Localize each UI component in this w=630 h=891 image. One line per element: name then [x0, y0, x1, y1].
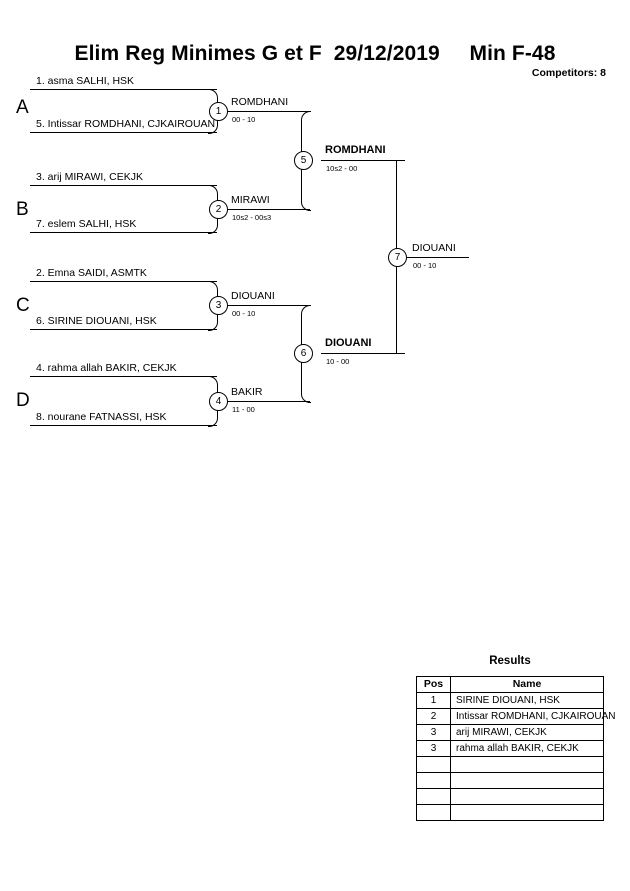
entrant-3: 3. arij MIRAWI, CEKJK [36, 171, 143, 183]
results-table: Pos Name 1 SIRINE DIOUANI, HSK 2 Intissa… [416, 676, 615, 821]
match-score-4: 11 - 00 [232, 405, 255, 414]
column-header-name: Name [450, 676, 604, 693]
entrant-line-7 [30, 232, 217, 233]
match-score-6: 10 - 00 [326, 357, 350, 366]
match-winner-line-3 [227, 305, 310, 306]
match-winner-line-2 [227, 209, 310, 210]
result-name [450, 772, 604, 789]
competitors-count: Competitors: 8 [531, 67, 606, 79]
match-score-7: 00 - 10 [413, 261, 437, 270]
entrant-1: 1. asma SALHI, HSK [36, 75, 135, 87]
result-name [450, 804, 604, 821]
result-pos: 3 [416, 724, 451, 741]
group-label-a: A [16, 97, 29, 118]
table-header-row: Pos Name [416, 676, 604, 693]
result-pos: 3 [416, 740, 451, 757]
match-winner-5: ROMDHANI [325, 144, 386, 156]
entrant-8: 8. nourane FATNASSI, HSK [36, 411, 167, 423]
group-label-c: C [16, 295, 30, 316]
match-score-5: 10s2 - 00 [326, 164, 358, 173]
match-winner-3: DIOUANI [231, 290, 275, 302]
entrant-line-1 [30, 89, 217, 90]
result-pos [416, 788, 451, 805]
match-winner-6: DIOUANI [325, 337, 372, 349]
entrant-line-8 [30, 425, 217, 426]
table-row: 1 SIRINE DIOUANI, HSK [416, 692, 604, 709]
match-winner-7: DIOUANI [412, 242, 456, 254]
result-name: arij MIRAWI, CEKJK [450, 724, 604, 741]
result-pos [416, 756, 451, 773]
match-score-2: 10s2 - 00s3 [232, 213, 272, 222]
table-row: 3 rahma allah BAKIR, CEKJK [416, 740, 604, 757]
match-node-1[interactable]: 1 [209, 102, 228, 121]
entrant-line-3 [30, 185, 217, 186]
table-row [416, 788, 604, 805]
match-winner-line-5 [321, 160, 405, 161]
results-title: Results [489, 655, 531, 667]
match-node-5[interactable]: 5 [294, 151, 313, 170]
result-pos: 2 [416, 708, 451, 725]
table-row [416, 772, 604, 789]
result-name [450, 788, 604, 805]
group-label-b: B [16, 199, 29, 220]
table-row [416, 804, 604, 821]
match-score-1: 00 - 10 [232, 115, 256, 124]
table-row: 2 Intissar ROMDHANI, CJKAIROUAN [416, 708, 615, 725]
match-winner-4: BAKIR [231, 386, 263, 398]
table-row: 3 arij MIRAWI, CEKJK [416, 724, 604, 741]
result-pos [416, 804, 451, 821]
entrant-4: 4. rahma allah BAKIR, CEKJK [36, 362, 177, 374]
entrant-line-6 [30, 329, 217, 330]
page-title: Elim Reg Minimes G et F 29/12/2019 Min F… [74, 42, 556, 65]
match-node-3[interactable]: 3 [209, 296, 228, 315]
match-node-2[interactable]: 2 [209, 200, 228, 219]
entrant-line-5 [30, 132, 217, 133]
match-winner-2: MIRAWI [231, 194, 270, 206]
result-name: SIRINE DIOUANI, HSK [450, 692, 604, 709]
entrant-5: 5. Intissar ROMDHANI, CJKAIROUAN [36, 118, 216, 130]
match-winner-1: ROMDHANI [231, 96, 289, 108]
match-winner-line-1 [227, 111, 310, 112]
group-label-d: D [16, 390, 30, 411]
result-pos [416, 772, 451, 789]
entrant-7: 7. eslem SALHI, HSK [36, 218, 137, 230]
entrant-6: 6. SIRINE DIOUANI, HSK [36, 315, 157, 327]
table-row [416, 756, 604, 773]
match-score-3: 00 - 10 [232, 309, 256, 318]
match-winner-line-7 [407, 257, 469, 258]
entrant-line-4 [30, 376, 217, 377]
result-name: rahma allah BAKIR, CEKJK [450, 740, 604, 757]
match-winner-line-6 [321, 353, 405, 354]
column-header-pos: Pos [416, 676, 451, 693]
entrant-2: 2. Emna SAIDI, ASMTK [36, 267, 147, 279]
match-node-7[interactable]: 7 [388, 248, 407, 267]
match-node-6[interactable]: 6 [294, 344, 313, 363]
result-name [450, 756, 604, 773]
result-name: Intissar ROMDHANI, CJKAIROUAN [450, 708, 615, 725]
entrant-line-2 [30, 281, 217, 282]
match-winner-line-4 [227, 401, 310, 402]
result-pos: 1 [416, 692, 451, 709]
match-node-4[interactable]: 4 [209, 392, 228, 411]
